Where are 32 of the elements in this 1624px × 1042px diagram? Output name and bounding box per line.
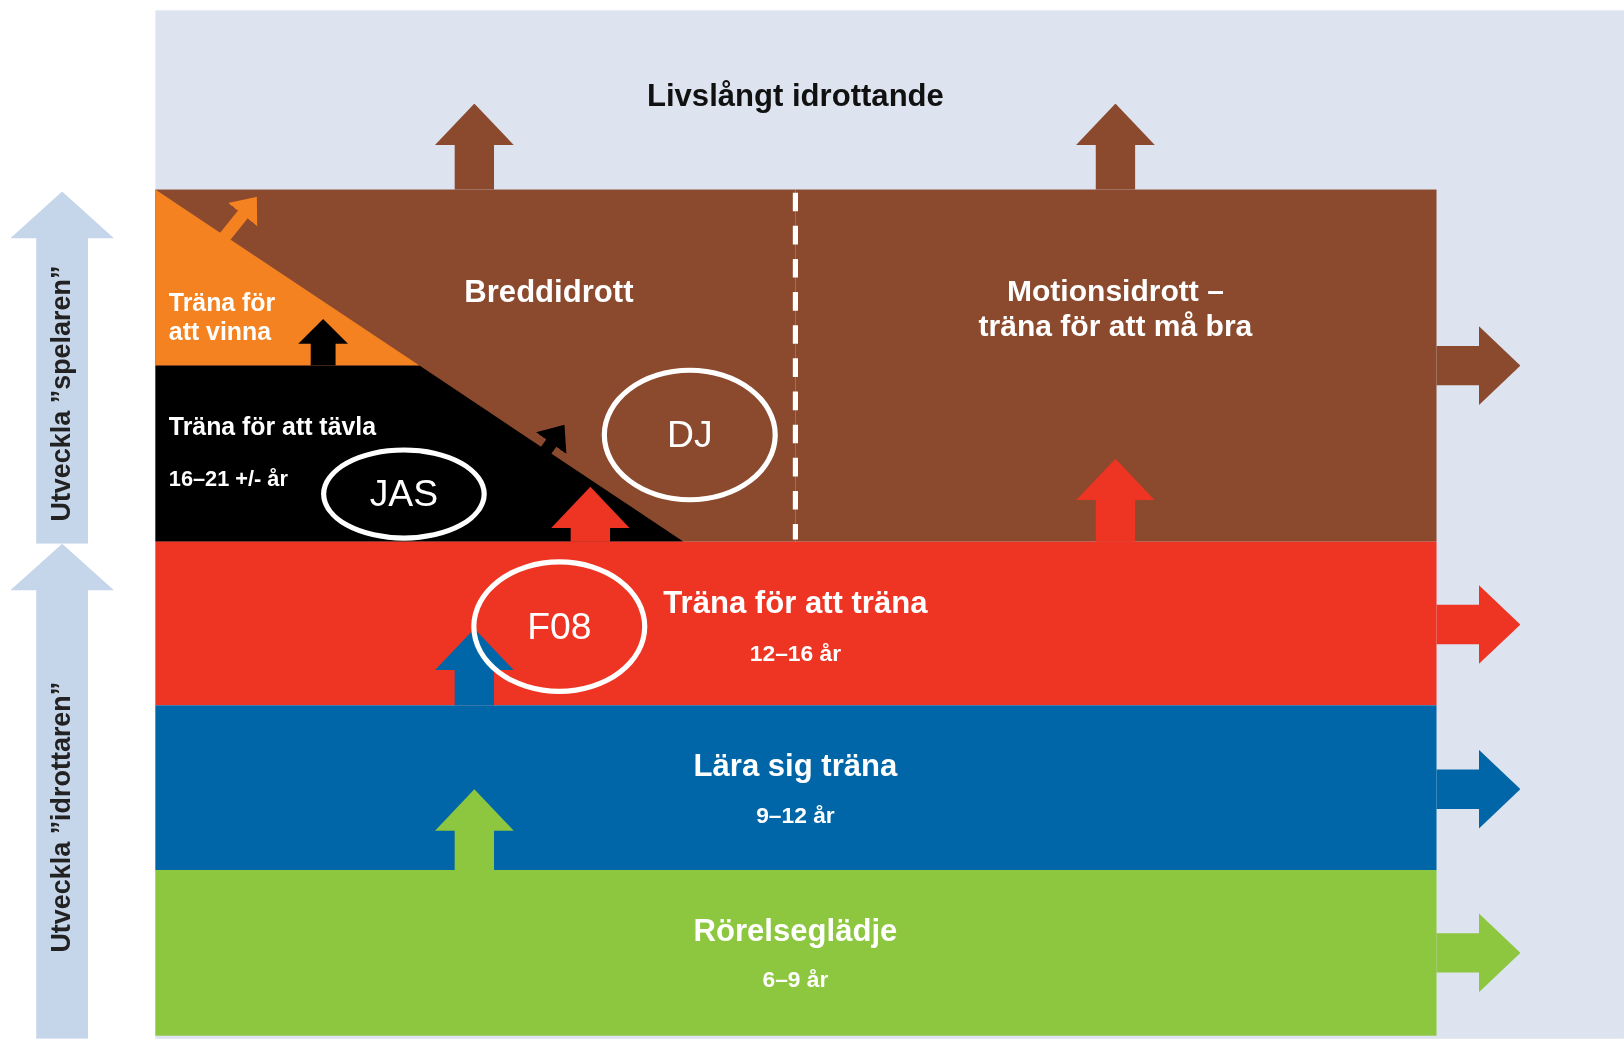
- block-arrow: [1436, 913, 1521, 993]
- stage-band: [155, 870, 1437, 1036]
- stage-title: Rörelseglädje: [692, 913, 899, 950]
- annotation-ellipse: F08: [471, 559, 648, 694]
- zone-panel: [795, 189, 1437, 542]
- stage-title: Lära sig träna: [692, 747, 899, 784]
- age-range: 16–21 +/- år: [168, 466, 289, 492]
- rotated-label: Utveckla ”idrottaren”: [46, 681, 78, 953]
- zone-panel: [155, 189, 796, 542]
- panel-title: Livslångt idrottande: [645, 77, 945, 114]
- zone-title: Motionsidrott – träna för att må bra: [977, 274, 1254, 344]
- block-arrow: [551, 486, 630, 542]
- block-arrow: [1076, 103, 1155, 190]
- block-arrow: [298, 319, 348, 366]
- age-range: 6–9 år: [761, 966, 830, 993]
- background-panel: [155, 10, 1624, 1039]
- block-arrow: [435, 789, 514, 870]
- annotation-ellipse: DJ: [601, 367, 778, 503]
- rotated-label: Utveckla ”spelaren”: [46, 265, 78, 522]
- stage-band: [155, 541, 1437, 706]
- zone-title: Breddidrott: [463, 274, 635, 311]
- stage-title: Träna för att vinna: [168, 287, 277, 346]
- age-range: 9–12 år: [755, 802, 836, 829]
- block-arrow: [1436, 749, 1521, 829]
- stage-band: [155, 705, 1437, 870]
- block-arrow: [1436, 585, 1521, 664]
- stage-title: Träna för att tävla: [168, 412, 378, 441]
- block-arrow: [1436, 326, 1521, 405]
- stage-title: Träna för att träna: [662, 585, 929, 621]
- block-arrow: [435, 103, 514, 190]
- age-range: 12–16 år: [748, 640, 843, 667]
- block-arrow: [1076, 458, 1155, 542]
